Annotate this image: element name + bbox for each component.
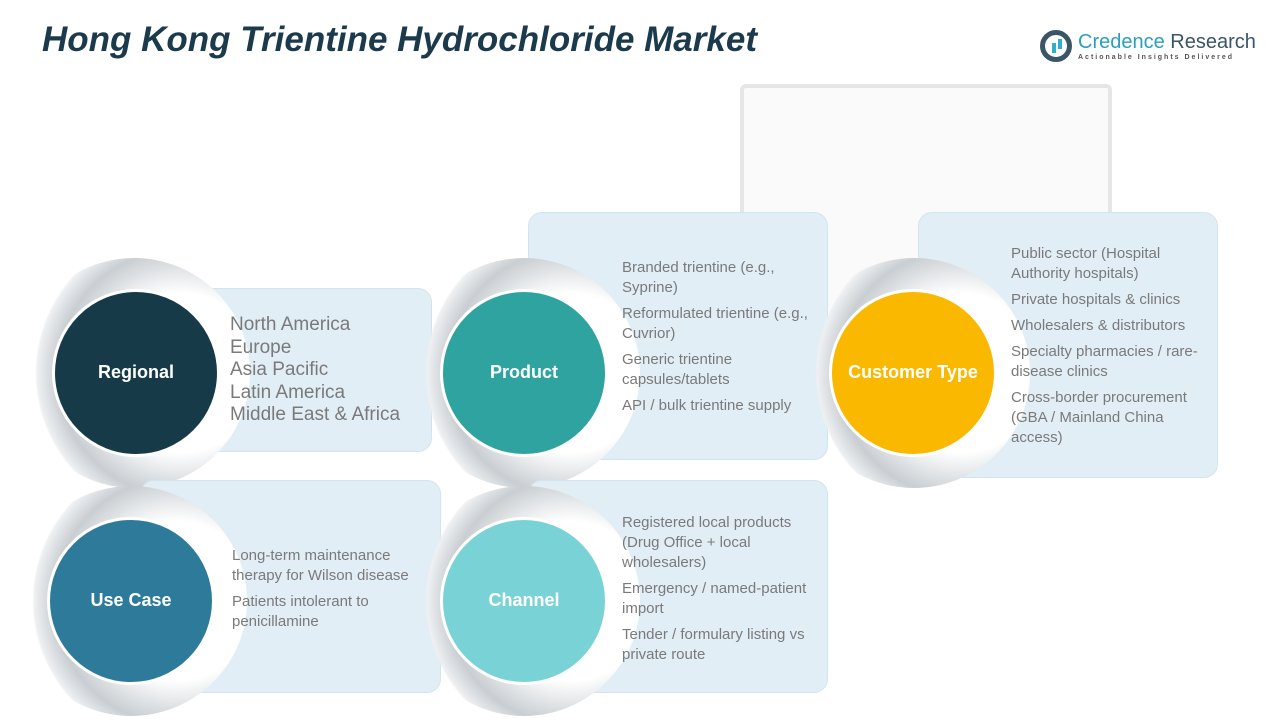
channel-list: Registered local products (Drug Office +…: [622, 513, 827, 671]
regional-circle: Regional: [52, 289, 220, 457]
customer-circle: Customer Type: [829, 289, 997, 457]
list-item: Reformulated trientine (e.g., Cuvrior): [622, 305, 808, 342]
usecase-list: Long-term maintenance therapy for Wilson…: [232, 546, 437, 638]
list-item: Wholesalers & distributors: [1011, 317, 1186, 334]
list-item: Middle East & Africa: [230, 404, 401, 425]
list-item: Latin America: [230, 381, 346, 403]
logo-name-b: Research: [1164, 31, 1256, 53]
logo-icon: [1040, 30, 1072, 62]
product-circle: Product: [440, 289, 608, 457]
list-item: API / bulk trientine supply: [622, 397, 792, 414]
logo: Credence Research Actionable Insights De…: [1040, 30, 1256, 62]
list-item: Asia Pacific: [230, 359, 329, 380]
list-item: Specialty pharmacies / rare-disease clin…: [1011, 343, 1198, 380]
list-item: Public sector (Hospital Authority hospit…: [1011, 245, 1161, 282]
list-item: North America: [230, 314, 351, 335]
list-item: Europe: [230, 336, 292, 358]
list-item: Registered local products (Drug Office +…: [622, 514, 792, 571]
usecase-circle: Use Case: [47, 517, 215, 685]
list-item: Patients intolerant to penicillamine: [232, 593, 369, 630]
channel-circle: Channel: [440, 517, 608, 685]
list-item: Emergency / named-patient import: [622, 580, 807, 617]
page-title: Hong Kong Trientine Hydrochloride Market: [42, 20, 757, 59]
list-item: Cross-border procurement (GBA / Mainland…: [1011, 389, 1187, 446]
regional-list: North America Europe Asia Pacific Latin …: [230, 314, 400, 427]
list-item: Long-term maintenance therapy for Wilson…: [232, 547, 409, 584]
list-item: Branded trientine (e.g., Syprine): [622, 259, 775, 296]
logo-tagline: Actionable Insights Delivered: [1078, 54, 1235, 61]
logo-name: Credence: [1078, 31, 1165, 53]
customer-list: Public sector (Hospital Authority hospit…: [1011, 244, 1216, 454]
product-list: Branded trientine (e.g., Syprine) Reform…: [622, 258, 822, 422]
list-item: Tender / formulary listing vs private ro…: [622, 626, 805, 663]
list-item: Private hospitals & clinics: [1011, 291, 1181, 308]
list-item: Generic trientine capsules/tablets: [622, 351, 733, 388]
